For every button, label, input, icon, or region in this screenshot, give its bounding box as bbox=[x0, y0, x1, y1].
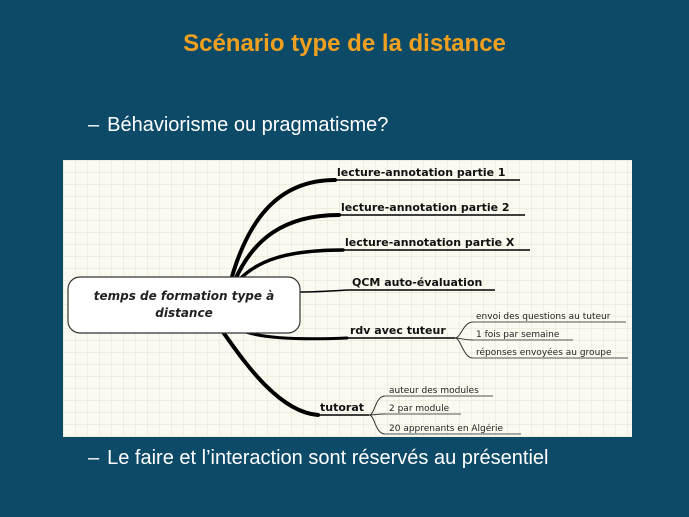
bullet-dash: – bbox=[88, 447, 100, 469]
branch-label-lecture-x: lecture-annotation partie X bbox=[345, 236, 515, 249]
bullet-2: –Le faire et l’interaction sont réservés… bbox=[88, 447, 548, 470]
central-node-line2: distance bbox=[155, 306, 212, 320]
sub-connector bbox=[454, 321, 474, 339]
central-node-box bbox=[67, 276, 301, 334]
branch-label-lecture-2: lecture-annotation partie 2 bbox=[341, 201, 510, 214]
bullet-text: Le faire et l’interaction sont réservés … bbox=[107, 447, 549, 469]
sub-connector bbox=[368, 414, 386, 435]
branch-label-qcm: QCM auto-évaluation bbox=[352, 276, 482, 289]
leaf-label: auteur des modules bbox=[389, 386, 479, 396]
central-node-line1: temps de formation type à bbox=[94, 289, 275, 303]
mindmap-diagram: temps de formation type à distance lectu… bbox=[63, 160, 632, 437]
branch-connector-2 bbox=[233, 213, 341, 282]
leaf-label: envoi des questions au tuteur bbox=[476, 312, 611, 322]
leaf-label: 20 apprenants en Algérie bbox=[389, 423, 504, 434]
branch-connector-6 bbox=[221, 330, 320, 417]
branch-label-rdv: rdv avec tuteur bbox=[350, 324, 446, 337]
branch-connector-1 bbox=[229, 178, 337, 282]
sub-connector bbox=[454, 337, 474, 359]
bullet-dash: – bbox=[88, 114, 100, 136]
sub-connector bbox=[368, 395, 386, 416]
leaf-label: 1 fois par semaine bbox=[476, 330, 560, 340]
branch-label-lecture-1: lecture-annotation partie 1 bbox=[337, 166, 506, 179]
leaf-label: 2 par module bbox=[389, 404, 450, 414]
bullet-1: –Béhaviorisme ou pragmatisme? bbox=[88, 114, 388, 137]
branch-label-tutorat: tutorat bbox=[320, 401, 364, 414]
bullet-text: Béhaviorisme ou pragmatisme? bbox=[107, 114, 389, 136]
slide-title: Scénario type de la distance bbox=[183, 30, 506, 57]
leaf-label: réponses envoyées au groupe bbox=[476, 347, 612, 358]
branch-connector-4 bbox=[299, 289, 350, 293]
branch-connector-3 bbox=[237, 248, 345, 282]
